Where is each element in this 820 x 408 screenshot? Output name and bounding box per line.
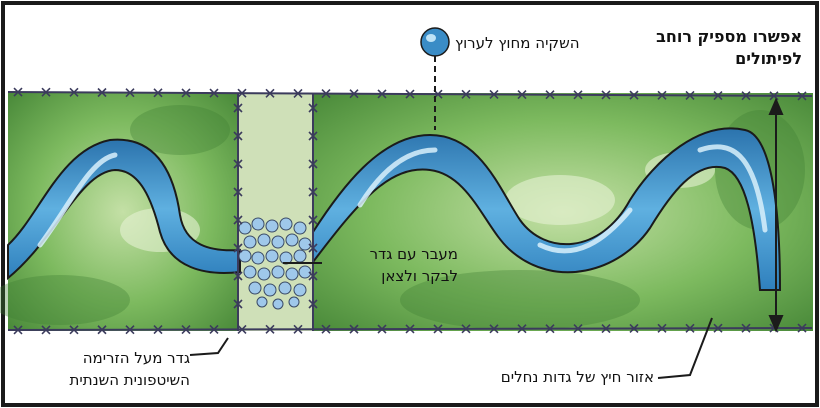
width-title: אפשרו מספיק רוחב לפיתולים <box>580 26 802 70</box>
crossing-label-line2: לבקר ולצאן <box>381 267 458 285</box>
buffer-leader <box>657 317 713 379</box>
width-title-line2: לפיתולים <box>735 49 802 68</box>
fence-leader <box>189 337 229 356</box>
buffer-zone-label: אזור חיץ של גדות נחלים <box>500 368 654 386</box>
fence-label: גדר מעל הזרימה השיטפונית השנתית <box>14 347 190 391</box>
irrigation-label: השקיה מחוץ לערוץ <box>455 34 580 52</box>
fence-barbs <box>13 87 807 335</box>
fence-label-line1: גדר מעל הזרימה <box>82 349 190 367</box>
width-arrow <box>768 97 784 333</box>
crossing-label: מעבר עם גדר לבקר ולצאן <box>328 243 458 287</box>
fence-label-line2: השיטפונית השנתית <box>69 371 190 389</box>
stream-left <box>7 138 241 281</box>
leader-lines <box>189 262 713 379</box>
stream-right <box>312 127 782 291</box>
stone-crossing <box>238 217 312 310</box>
irrigation-point-icon <box>420 27 450 130</box>
crossing-label-line1: מעבר עם גדר <box>369 245 458 263</box>
width-title-line1: אפשרו מספיק רוחב <box>656 27 802 46</box>
water-highlights <box>37 144 768 254</box>
